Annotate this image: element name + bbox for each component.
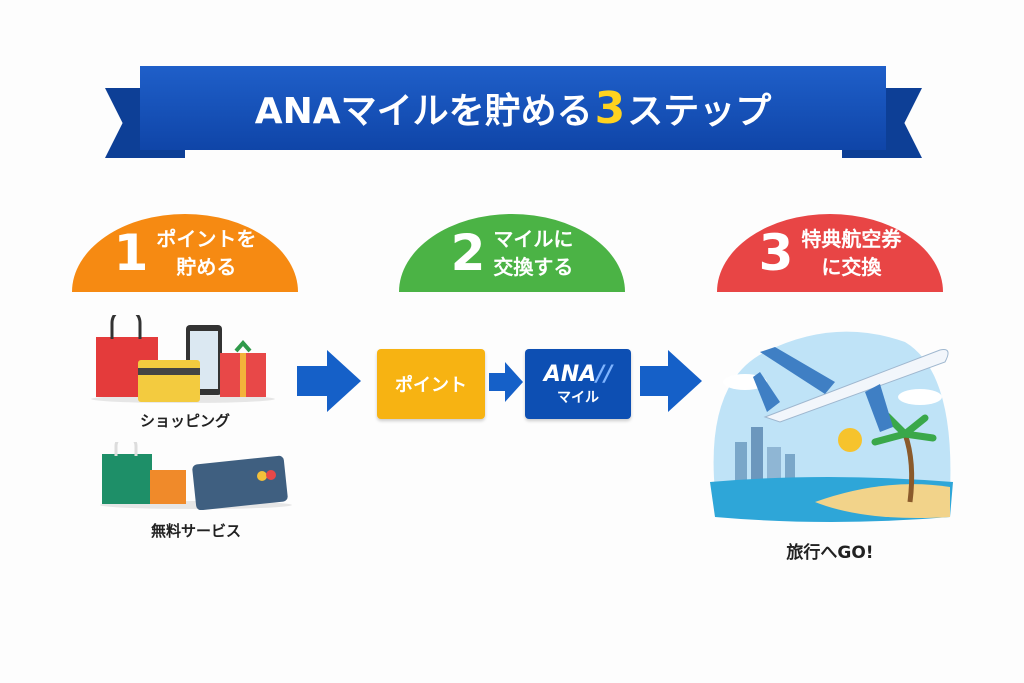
step-number: 3 (758, 224, 794, 282)
step-title-line: マイルに (493, 227, 574, 251)
step-title-line: 交換する (493, 255, 574, 279)
arrow-right-icon (640, 350, 702, 412)
travel-illustration (710, 331, 953, 522)
step-title-line: 特典航空券 (801, 227, 902, 251)
step-3-header: 3 特典航空券に交換 (717, 214, 943, 292)
airplane-icon (753, 347, 949, 432)
shopping-illustration (91, 315, 275, 403)
points-box: ポイント (377, 349, 485, 419)
points-label: ポイント (395, 375, 467, 396)
step-2-header: 2 マイルに交換する (399, 214, 625, 292)
title-suffix: ステップ (627, 91, 772, 132)
miles-label: マイル (557, 389, 599, 406)
source-label-free-service: 無料サービス (150, 522, 241, 540)
free-service-illustration (100, 442, 292, 510)
ana-logo-stripes-icon: // (596, 361, 613, 387)
step-1-header: 1 ポイントを貯める (72, 214, 298, 292)
shopping-bag-icon (150, 470, 186, 504)
step-title-line: ポイントを (156, 227, 257, 251)
destination-label: 旅行へGO! (786, 543, 874, 563)
step-title-line: に交換 (821, 255, 882, 279)
ana-logo-text: ANA (543, 361, 597, 387)
arrow-right-icon (297, 350, 361, 412)
step-title-line: 貯める (176, 255, 237, 279)
palm-tree-icon (871, 412, 937, 446)
sun-icon (838, 428, 862, 452)
title-prefix: ANAマイルを貯める (254, 91, 593, 132)
source-label-shopping: ショッピング (139, 412, 230, 430)
ana-miles-box: ANA// マイル (525, 349, 631, 419)
arrow-right-icon (489, 362, 523, 402)
step-number: 2 (450, 224, 486, 282)
step-number: 1 (113, 224, 149, 282)
shopping-bag-icon (102, 454, 152, 504)
title-number: 3 (594, 82, 626, 134)
credit-card-icon (192, 455, 288, 510)
card-icon (138, 360, 200, 402)
